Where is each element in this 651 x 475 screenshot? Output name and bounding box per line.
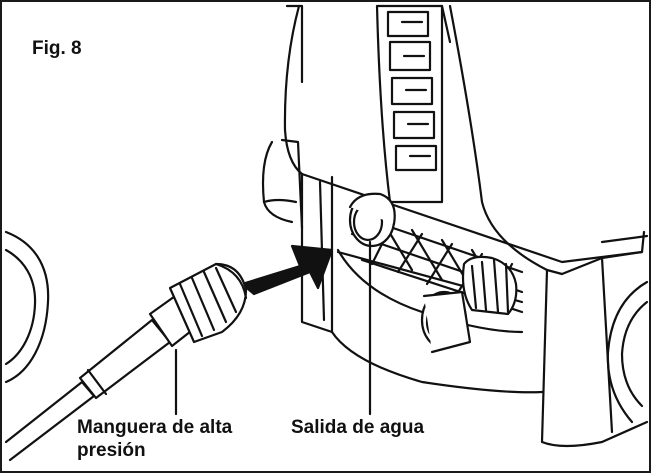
vent-grille <box>375 4 444 204</box>
hose-inlet-connector <box>420 255 518 354</box>
figure-label: Fig. 8 <box>32 38 82 59</box>
callout-hose-line-2: presión <box>77 440 146 461</box>
callout-high-pressure-hose: Manguera de alta presión <box>75 416 235 462</box>
coiled-hose-left <box>4 230 50 384</box>
side-bracket <box>261 138 304 230</box>
water-outlet <box>348 192 396 248</box>
direction-arrow <box>240 244 334 296</box>
callout-hose-line-1: Manguera de alta <box>77 417 233 438</box>
callout-water-outlet: Salida de agua <box>289 416 427 439</box>
high-pressure-hose <box>4 262 248 462</box>
callout-outlet-line-1: Salida de agua <box>291 417 425 438</box>
machine-body <box>283 4 649 448</box>
